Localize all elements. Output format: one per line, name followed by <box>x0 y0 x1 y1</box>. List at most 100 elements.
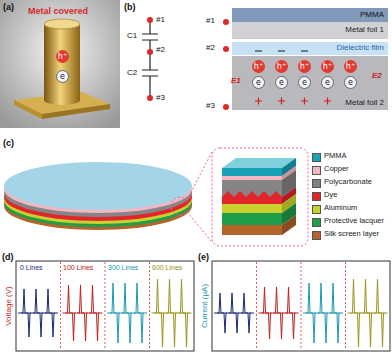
panel-a-art <box>0 0 120 128</box>
disc-top <box>4 162 192 210</box>
legend-swatch <box>312 153 321 162</box>
electron-symbol: e <box>298 76 311 89</box>
current-trace <box>259 287 299 339</box>
series-label: 300 Lines <box>108 264 138 272</box>
dye-grooves <box>222 191 282 204</box>
legend-text: Dye <box>324 191 390 200</box>
electron-symbol: e <box>56 70 69 83</box>
legend-text: Silk screen layer <box>324 230 390 239</box>
cylinder-top <box>44 19 80 29</box>
point-label: #2 <box>206 43 215 52</box>
circuit-symbol <box>142 20 158 98</box>
disc-stack <box>4 162 192 230</box>
legend-text: Copper <box>324 165 390 174</box>
plot-e <box>212 261 390 351</box>
contact-dot <box>147 49 153 55</box>
electron-symbol: e <box>344 76 357 89</box>
point-label: #3 <box>206 101 215 110</box>
zoom-marker <box>171 148 308 246</box>
electron-symbol: e <box>252 76 265 89</box>
series-label: 100 Lines <box>63 264 93 272</box>
field-label: E1 <box>231 76 241 85</box>
divider <box>61 262 150 350</box>
legend-swatch <box>312 231 321 240</box>
panel-letter: (d) <box>2 252 14 262</box>
voltage-trace <box>18 289 58 337</box>
base-plate-side <box>42 104 110 119</box>
block-side <box>282 215 296 235</box>
plot-frame <box>16 261 194 351</box>
layer-band: PMMA <box>232 8 388 22</box>
block-layer <box>222 176 282 180</box>
layer-band: Dielectric film <box>232 42 388 55</box>
current-trace <box>214 293 254 333</box>
plot-frame <box>212 261 390 351</box>
hole-symbol: h⁺ <box>56 50 69 63</box>
block-layer <box>222 225 282 235</box>
legend-swatch <box>312 205 321 214</box>
contact-dot <box>223 19 229 25</box>
point-label: C2 <box>127 68 137 77</box>
contact-dot <box>223 46 229 52</box>
band-label: Metal foil 2 <box>345 99 384 108</box>
point-label: C1 <box>127 31 137 40</box>
panel-letter: (e) <box>198 252 209 262</box>
metal-cylinder <box>44 24 80 100</box>
hole-symbol: h⁺ <box>344 60 357 73</box>
hole-symbol: h⁺ <box>275 60 288 73</box>
zoom-circle <box>171 197 189 215</box>
current-trace <box>348 279 388 347</box>
block-layer <box>222 168 282 176</box>
layer-block <box>222 158 296 235</box>
divider <box>257 262 346 350</box>
legend-text: Aluminum <box>324 204 390 213</box>
plus-sign <box>255 98 331 105</box>
axis-label: Current (μA) <box>200 284 209 328</box>
legend-swatch <box>312 192 321 201</box>
minus-sign <box>255 50 308 51</box>
hole-symbol: h⁺ <box>252 60 265 73</box>
hole-symbol: h⁺ <box>298 60 311 73</box>
legend-text: Protective lacquer <box>324 217 390 226</box>
point-label: #2 <box>156 45 165 54</box>
panel-letter: (b) <box>124 2 136 12</box>
electron-symbol: e <box>275 76 288 89</box>
capacitor-wires <box>142 20 158 98</box>
legend-swatch <box>312 218 321 227</box>
series-label: 600 Lines <box>152 264 182 272</box>
plot-d <box>16 261 194 351</box>
current-trace <box>303 283 343 343</box>
band-label: Dielectric film <box>336 44 384 53</box>
axis-label: Voltage (V) <box>4 286 13 326</box>
point-label: #1 <box>156 15 165 24</box>
legend-text: PMMA <box>324 152 390 161</box>
electron-symbol: e <box>321 76 334 89</box>
block-layer <box>222 213 282 225</box>
block-layer <box>222 204 282 213</box>
panel-letter: (c) <box>3 138 14 148</box>
voltage-trace <box>107 283 147 343</box>
contact-dot <box>147 17 153 23</box>
series-label: 0 Lines <box>20 264 43 272</box>
voltage-trace <box>63 285 103 341</box>
voltage-trace <box>152 279 192 347</box>
point-label: #3 <box>156 93 165 102</box>
base-plate-side <box>14 100 42 119</box>
band-label: Metal foil 1 <box>345 26 384 35</box>
point-label: #1 <box>206 16 215 25</box>
contact-dot <box>147 95 153 101</box>
contact-dot <box>223 104 229 110</box>
legend-swatch <box>312 166 321 175</box>
band-label: PMMA <box>360 11 384 20</box>
panel-background <box>0 0 120 128</box>
zoom-box <box>212 148 308 246</box>
caption-label: Metal covered <box>28 6 88 16</box>
legend-text: Polycarbonate <box>324 178 390 187</box>
panel-letter: (a) <box>3 2 14 12</box>
legend-swatch <box>312 179 321 188</box>
layer-band: Metal foil 1 <box>232 22 388 39</box>
contact-dots <box>147 17 229 110</box>
field-label: E2 <box>372 71 382 80</box>
